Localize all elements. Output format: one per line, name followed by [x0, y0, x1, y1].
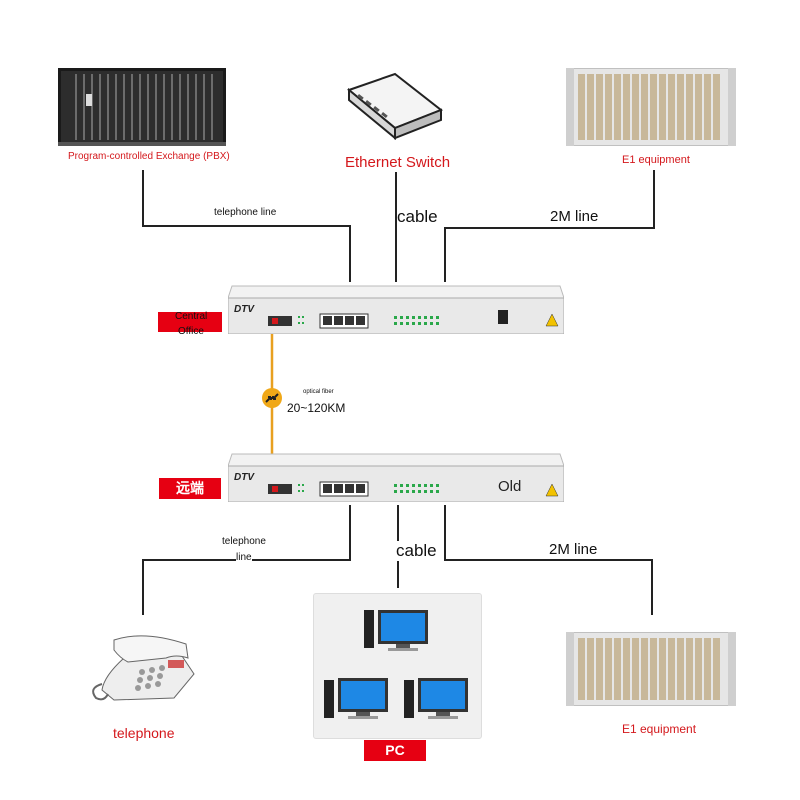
top-2m-line [444, 170, 655, 282]
telephone-image [92, 635, 195, 701]
remote-unit-text: Old [498, 478, 522, 495]
ethernet-switch-image [346, 72, 443, 140]
e1-equipment-top-label: E1 equipment [622, 154, 690, 166]
e1-equipment-bottom-image [566, 632, 736, 706]
computer-icon-left [324, 678, 388, 719]
remote-brand-logo: DTV [234, 472, 254, 483]
central-office-label-line1: Central [175, 311, 208, 322]
central-brand-logo: DTV [234, 304, 254, 315]
remote-tag: 远端 [159, 478, 221, 499]
fiber-distance-label: 20~120KM [287, 401, 346, 415]
central-office-tag [158, 312, 222, 332]
e1-equipment-bottom-label: E1 equipment [622, 722, 697, 736]
bottom-2m-line-label: 2M line [549, 541, 598, 558]
pbx-rack-image [58, 68, 226, 146]
central-office-unit: DTV [227, 284, 565, 335]
bottom-cable-label: cable [396, 541, 437, 561]
top-2m-line-label: 2M line [550, 208, 599, 225]
ethernet-switch-label: Ethernet Switch [345, 154, 451, 171]
pc-group-panel [313, 593, 482, 739]
computer-icon-top [364, 610, 428, 651]
pbx-label: Program-controlled Exchange (PBX) [68, 151, 230, 162]
pc-tag: PC [364, 740, 426, 761]
e1-equipment-top-image [566, 68, 736, 146]
bottom-telephone-label-line2: line [236, 552, 252, 563]
telephone-label: telephone [113, 725, 175, 741]
optical-fiber-label: optical fiber [303, 389, 334, 395]
bottom-2m-line [444, 505, 653, 615]
top-cable-label: cable [397, 207, 438, 227]
central-office-label-line2: Office [178, 326, 204, 337]
top-telephone-line [142, 170, 351, 282]
remote-unit: DTV Old [227, 452, 565, 503]
top-telephone-line-label: telephone line [214, 207, 277, 218]
computer-icon-right [404, 678, 468, 719]
bottom-telephone-label-line1: telephone [222, 536, 266, 547]
